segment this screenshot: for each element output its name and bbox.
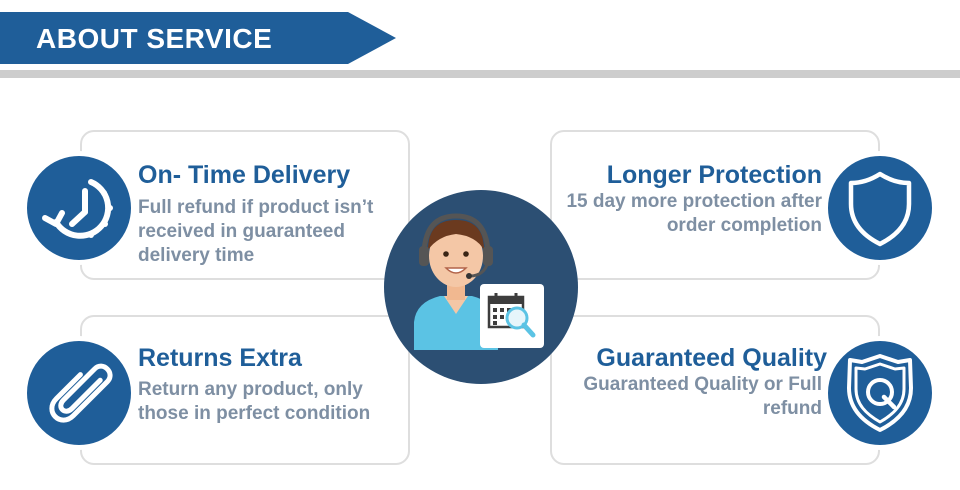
- delivery-title: On- Time Delivery: [138, 161, 351, 189]
- returns-description: Return any product, only those in perfec…: [138, 379, 371, 424]
- calendar-search-icon: [487, 293, 536, 338]
- clock-icon: [42, 179, 113, 239]
- center-illustration-circle: [384, 190, 578, 384]
- delivery-icon-circle: [22, 151, 136, 265]
- returns-title: Returns Extra: [138, 344, 302, 372]
- paperclip-icon: [49, 363, 113, 423]
- calendar-badge: [480, 284, 544, 348]
- delivery-description: Full refund if product isn’t received in…: [138, 197, 374, 266]
- protection-description: 15 day more protection after order compl…: [566, 191, 822, 236]
- support-agent-icon: [414, 213, 498, 350]
- protection-icon-circle: [823, 151, 937, 265]
- header-banner: [0, 12, 396, 64]
- shield-icon: [848, 171, 912, 247]
- returns-icon-circle: [22, 336, 136, 450]
- quality-title: Guaranteed Quality: [596, 344, 827, 372]
- quality-description: Guaranteed Quality or Full refund: [583, 374, 822, 419]
- quality-icon-circle: [823, 336, 937, 450]
- protection-title: Longer Protection: [606, 161, 822, 189]
- page-title: ABOUT SERVICE: [36, 23, 273, 54]
- header-divider: [0, 70, 960, 78]
- quality-badge-icon: [847, 354, 913, 432]
